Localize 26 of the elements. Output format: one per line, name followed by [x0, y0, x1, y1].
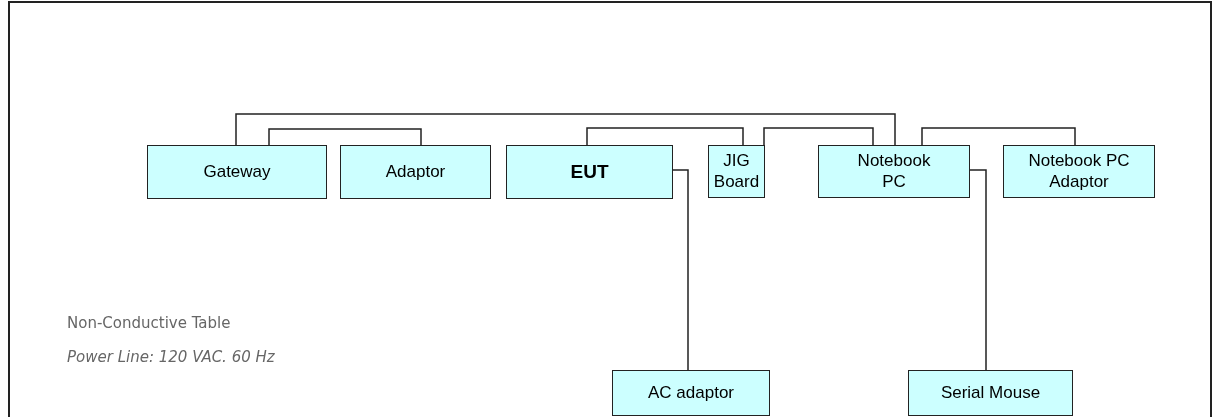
cable-line [235, 113, 896, 146]
cable-line [969, 169, 987, 371]
device-label: Gateway [202, 161, 272, 183]
device-box [708, 145, 765, 198]
device-box [340, 145, 491, 199]
cable-line [268, 128, 422, 146]
device-box [818, 145, 970, 198]
device-box [147, 145, 327, 199]
cable-line [586, 127, 744, 146]
device-label: Notebook PC [856, 151, 932, 192]
device-box [908, 370, 1073, 416]
table-frame [8, 1, 1212, 417]
device-box [1003, 145, 1155, 198]
device-label: JIG Board [712, 151, 761, 192]
device-label: Notebook PC Adaptor [1027, 151, 1131, 192]
cable-line [763, 127, 874, 146]
device-label: AC adaptor [647, 382, 735, 404]
cable-line [921, 127, 1076, 146]
device-label: Adaptor [384, 161, 447, 183]
cable-line [672, 169, 689, 371]
device-label: EUT [569, 160, 610, 184]
table-label: Non-Conductive Table [67, 314, 231, 332]
device-label: Serial Mouse [939, 382, 1042, 404]
power-line-note: Power Line: 120 VAC. 60 Hz [67, 348, 275, 366]
device-box [612, 370, 770, 416]
device-box [506, 145, 673, 199]
